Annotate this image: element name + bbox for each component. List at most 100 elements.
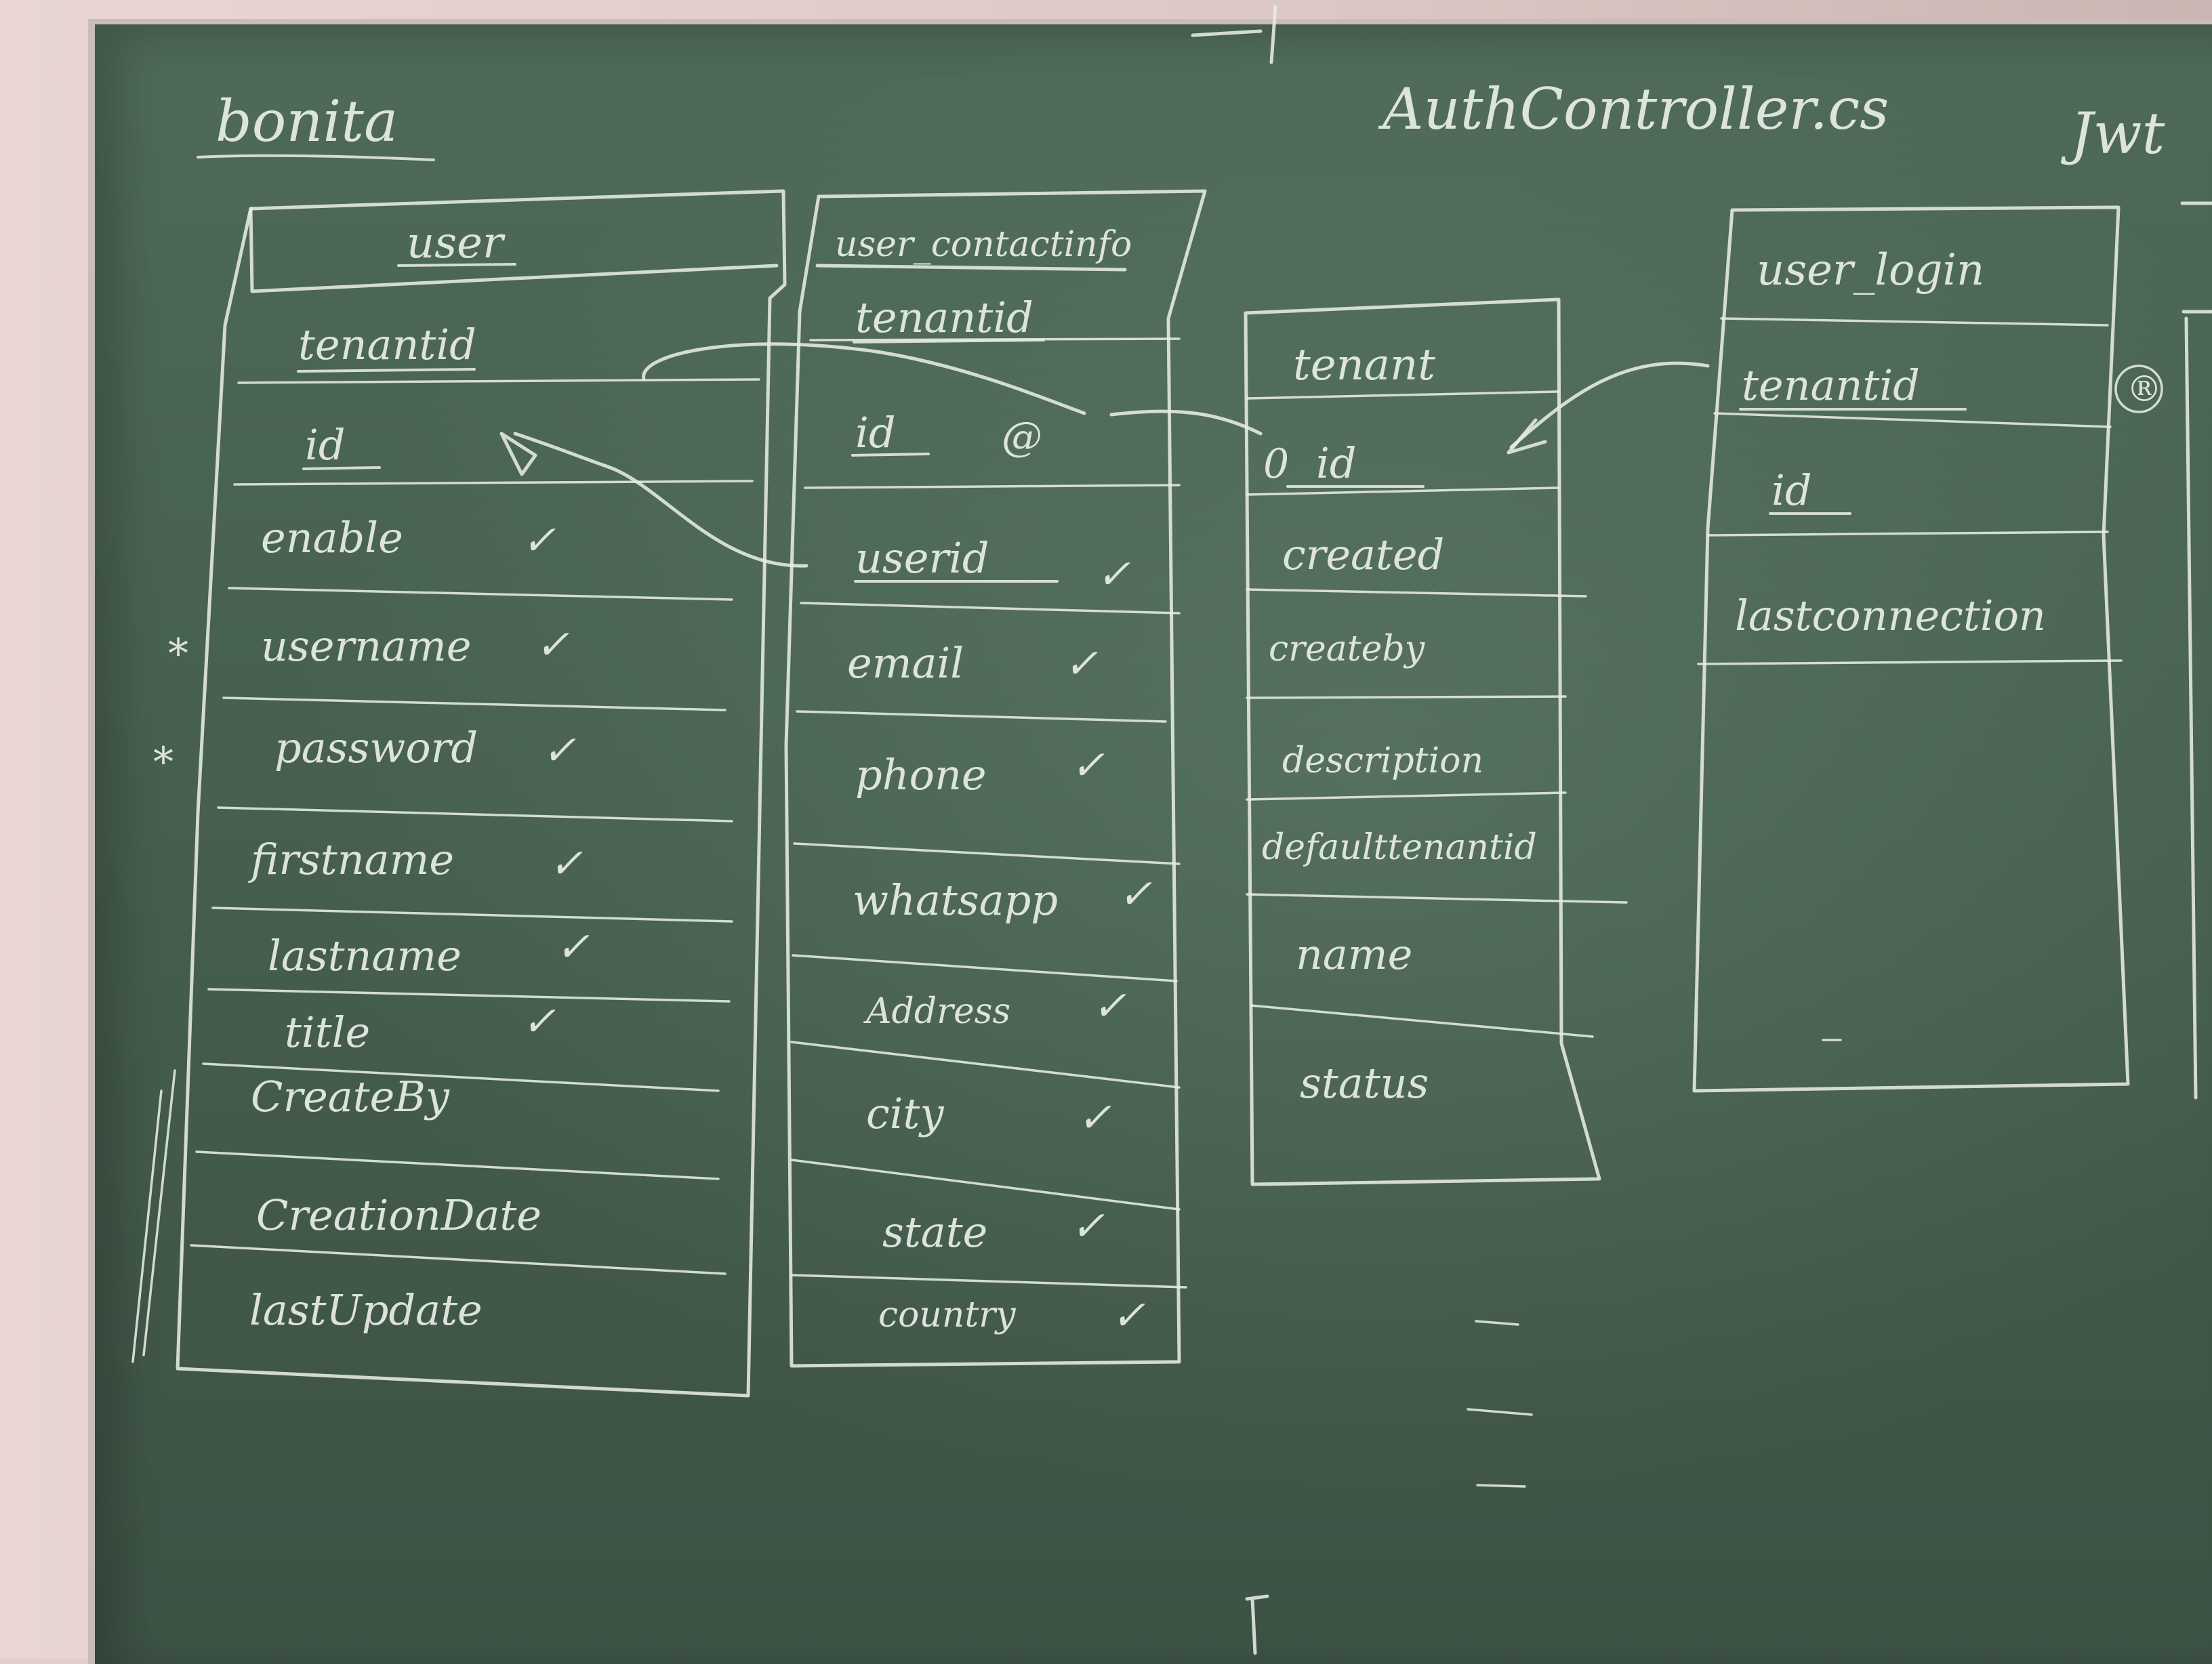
cut-off-label: Jwt [2060, 100, 2165, 167]
table-user-contactinfo: user_contactinfo tenantid id @ userid ✓ … [784, 189, 1207, 1368]
table-user-login: user_login tenantid ® id lastconnection [1692, 205, 2163, 1093]
field-contactinfo-tenantid: tenantid [855, 293, 1033, 342]
check-mark: ✓ [1111, 1292, 1145, 1339]
check-mark: ✓ [535, 621, 569, 669]
field-user-lastname: lastname [268, 931, 462, 980]
field-contactinfo-userid: userid [855, 533, 989, 583]
circled-mark-text: ® [2127, 369, 2162, 410]
relation-arrowhead-tenant-id [1507, 418, 1547, 455]
row-divider [1246, 791, 1567, 801]
row-divider [1250, 1004, 1594, 1038]
row-divider [804, 484, 1181, 489]
primary-key-underline [851, 453, 930, 457]
row-divider [211, 907, 733, 923]
table-tenant: tenant 0 id created createby description… [1244, 297, 1628, 1186]
check-mark: ✓ [1071, 1203, 1105, 1250]
chalk-smudges [1467, 1320, 1533, 1488]
table-user-outline [176, 189, 787, 1398]
relation-line-to-tenant-id [1109, 409, 1263, 436]
field-user-title: title [285, 1007, 370, 1057]
table-user-login-outline [1692, 205, 2130, 1093]
primary-key-underline [297, 368, 476, 373]
field-tenant-description: description [1282, 741, 1483, 781]
row-divider [237, 378, 760, 384]
field-user-login-lastconnection: lastconnection [1735, 591, 2046, 640]
row-divider [1697, 659, 2123, 665]
field-user-tenantid: tenantid [298, 320, 476, 369]
row-divider [1246, 695, 1567, 699]
field-contactinfo-city: city [866, 1089, 944, 1138]
key-mark: @ [1002, 413, 1042, 461]
field-tenant-name: name [1296, 930, 1412, 979]
relation-arrow-userid-to-user-id [513, 432, 808, 568]
field-user-lastupdate: lastUpdate [249, 1285, 483, 1335]
row-divider [1706, 531, 2109, 537]
table-contactinfo-header-line [815, 264, 1127, 272]
partial-table-edge [2180, 201, 2212, 1100]
field-tenant-status: status [1300, 1058, 1429, 1108]
table-user: user tenantid id enable ✓ username ✓ pas… [131, 189, 787, 1398]
field-tenant-defaulttenantid: defaulttenantid [1262, 827, 1537, 868]
table-tenant-outline [1244, 297, 1601, 1186]
field-user-id: id [305, 420, 346, 470]
row-divider [202, 1062, 720, 1092]
field-contactinfo-id: id [855, 408, 896, 457]
field-user-username: username [261, 621, 471, 671]
field-tenant-createby: createby [1269, 629, 1425, 669]
field-user-creationdate: CreationDate [256, 1190, 541, 1240]
field-contactinfo-address: Address [863, 991, 1010, 1032]
row-divider [1246, 588, 1587, 598]
check-mark: ✓ [542, 727, 576, 774]
row-divider [1720, 317, 2109, 327]
field-tenant-id: id [1316, 438, 1357, 488]
table-contactinfo-outline [784, 189, 1207, 1368]
primary-key-underline [853, 339, 1045, 344]
field-user-password: password [274, 723, 478, 772]
row-divider [1246, 893, 1628, 904]
primary-key-underline [302, 466, 381, 470]
field-tenant-created: created [1282, 530, 1444, 579]
circled-mark [2114, 365, 2163, 413]
check-mark: ✓ [1118, 871, 1152, 918]
key-mark: 0 [1263, 440, 1289, 488]
row-divider [190, 1244, 726, 1275]
table-user-header-line [249, 207, 779, 293]
row-divider [228, 587, 733, 601]
project-label-underline [197, 154, 435, 161]
chalk-margin-strokes [131, 1069, 176, 1363]
check-mark: ✓ [1071, 742, 1105, 789]
field-user-createby: CreateBy [251, 1072, 450, 1121]
row-divider [207, 988, 731, 1003]
field-user-firstname: firstname [248, 835, 454, 884]
chalkboard [88, 19, 2212, 1664]
row-divider [792, 954, 1178, 982]
table-user-title-underline [397, 263, 516, 267]
table-contactinfo-title: user_contactinfo [835, 224, 1132, 265]
check-mark: ✓ [522, 998, 556, 1045]
relation-arrow-login-to-tenant [1509, 361, 1710, 449]
field-user-enable: enable [261, 513, 403, 562]
row-divider [1246, 486, 1560, 496]
row-divider [796, 710, 1167, 723]
check-mark: ✓ [549, 840, 583, 888]
row-divider [790, 1274, 1187, 1289]
check-mark: ✓ [1078, 1094, 1111, 1142]
check-mark: ✓ [1092, 982, 1126, 1030]
row-divider [217, 806, 733, 823]
check-mark: ✓ [1064, 640, 1098, 688]
row-divider [222, 696, 726, 711]
row-divider [233, 480, 754, 486]
row-divider [800, 602, 1181, 615]
row-divider [195, 1150, 720, 1180]
file-label: AuthController.cs [1378, 76, 1889, 142]
star-mark-username: * [168, 630, 188, 678]
row-divider [790, 1041, 1181, 1089]
check-mark: ✓ [1097, 551, 1130, 598]
star-mark-password: * [153, 739, 173, 786]
field-user-login-id: id [1771, 465, 1812, 515]
table-user-title: user [407, 218, 506, 268]
row-divider [1246, 390, 1560, 400]
chalk-scribble-top [1191, 5, 1277, 64]
